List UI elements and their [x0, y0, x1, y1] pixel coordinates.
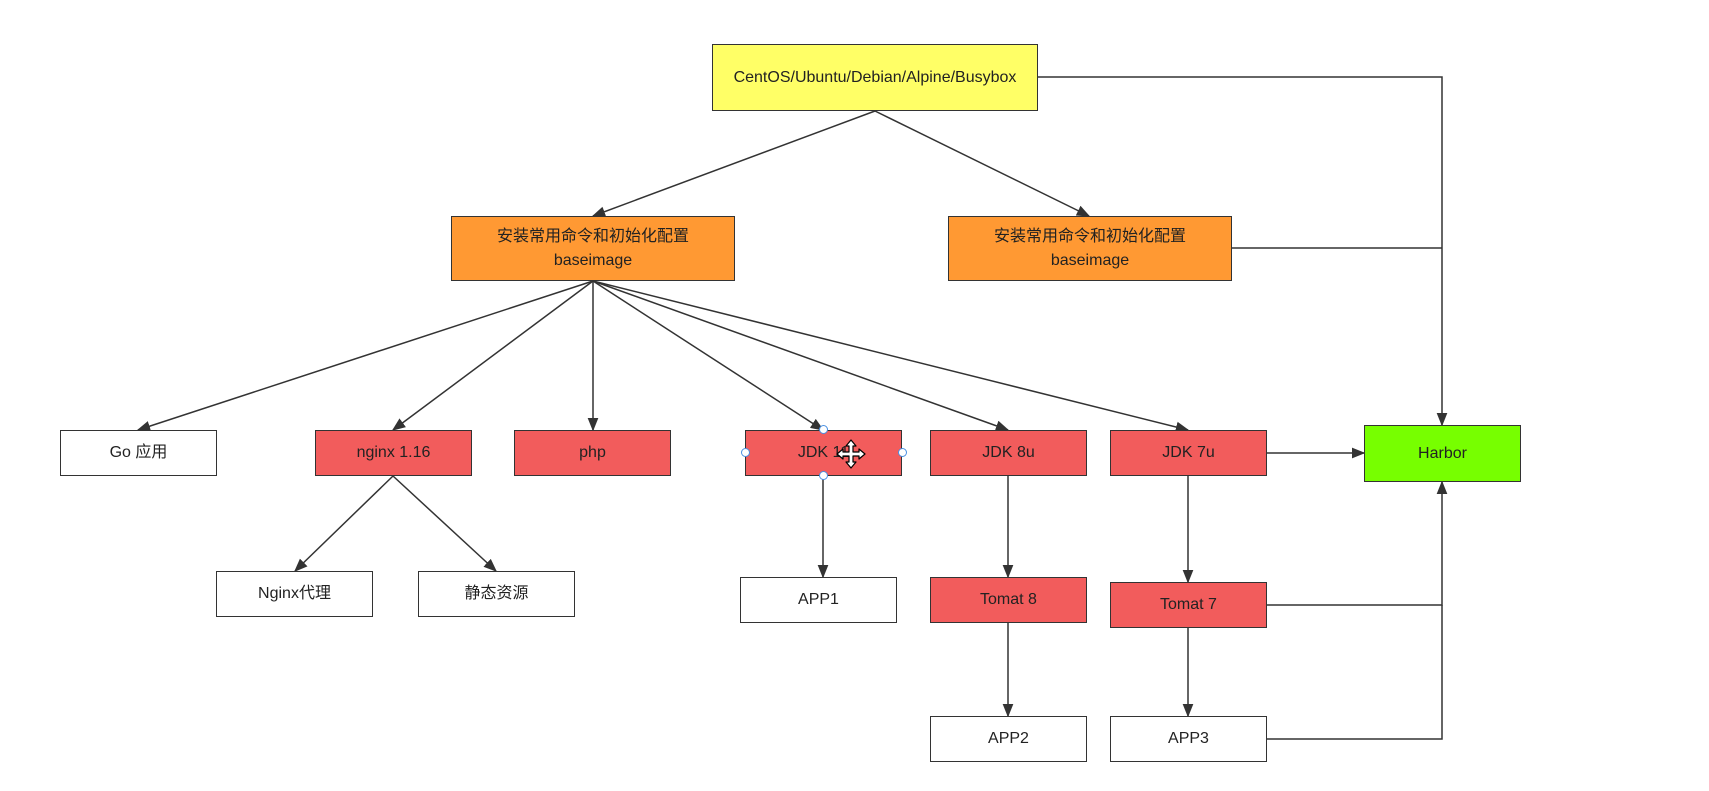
go-app-label: Go 应用: [109, 444, 168, 462]
selection-handle-top[interactable]: [819, 425, 828, 434]
tomcat7-label: Tomat 7: [1160, 596, 1217, 614]
baseimage-right-line1: 安装常用命令和初始化配置: [993, 228, 1186, 246]
jdk7u-label: JDK 7u: [1162, 444, 1215, 462]
nginx-proxy-label: Nginx代理: [258, 585, 331, 603]
nginx-proxy-node[interactable]: Nginx代理: [216, 571, 373, 617]
jdk8u-node[interactable]: JDK 8u: [930, 430, 1087, 476]
jdk11-label: JDK 11: [797, 444, 850, 462]
edge-nginx-static[interactable]: [392, 475, 497, 572]
php-label: php: [579, 444, 606, 462]
edge-nginx-proxy[interactable]: [294, 475, 394, 572]
edge-base-go[interactable]: [136, 280, 594, 432]
tomcat8-label: Tomat 8: [980, 591, 1037, 609]
edge-app3-harbor[interactable]: [1267, 605, 1443, 740]
selection-handle-left[interactable]: [741, 448, 750, 457]
nginx-label: nginx 1.16: [356, 444, 431, 462]
os-node[interactable]: CentOS/Ubuntu/Debian/Alpine/Busybox: [712, 44, 1038, 111]
edge-base-jdk7u[interactable]: [592, 280, 1190, 433]
edge-os-baseleft[interactable]: [591, 110, 876, 217]
move-cursor-icon: [836, 439, 866, 469]
tomcat7-node[interactable]: Tomat 7: [1110, 582, 1267, 628]
jdk11-node[interactable]: JDK 11: [745, 430, 902, 476]
edge-base-nginx[interactable]: [391, 280, 594, 431]
app3-node[interactable]: APP3: [1110, 716, 1267, 762]
harbor-label: Harbor: [1418, 444, 1467, 462]
baseimage-right-node[interactable]: 安装常用命令和初始化配置 baseimage: [948, 216, 1232, 281]
baseimage-left-node[interactable]: 安装常用命令和初始化配置 baseimage: [451, 216, 735, 281]
selection-handle-bottom[interactable]: [819, 471, 828, 480]
os-node-label: CentOS/Ubuntu/Debian/Alpine/Busybox: [733, 68, 1017, 86]
app2-node[interactable]: APP2: [930, 716, 1087, 762]
edge-tomcat7-harbor[interactable]: [1267, 480, 1448, 606]
jdk8u-label: JDK 8u: [982, 444, 1035, 462]
baseimage-left-line1: 安装常用命令和初始化配置: [496, 228, 689, 246]
edge-base-jdk8u[interactable]: [592, 280, 1010, 431]
baseimage-left-line2: baseimage: [553, 251, 633, 269]
nginx-node[interactable]: nginx 1.16: [315, 430, 472, 476]
edge-base-jdk11[interactable]: [592, 280, 825, 431]
app3-label: APP3: [1168, 730, 1209, 748]
tomcat8-node[interactable]: Tomat 8: [930, 577, 1087, 623]
php-node[interactable]: php: [514, 430, 671, 476]
static-resources-label: 静态资源: [464, 585, 529, 603]
edge-os-harbor[interactable]: [1038, 76, 1448, 427]
selection-handle-right[interactable]: [898, 448, 907, 457]
edge-os-baseright[interactable]: [874, 110, 1091, 217]
app2-label: APP2: [988, 730, 1029, 748]
app1-node[interactable]: APP1: [740, 577, 897, 623]
harbor-node[interactable]: Harbor: [1364, 425, 1521, 482]
app1-label: APP1: [798, 591, 839, 609]
jdk7u-node[interactable]: JDK 7u: [1110, 430, 1267, 476]
static-resources-node[interactable]: 静态资源: [418, 571, 575, 617]
go-app-node[interactable]: Go 应用: [60, 430, 217, 476]
baseimage-right-line2: baseimage: [1050, 251, 1130, 269]
